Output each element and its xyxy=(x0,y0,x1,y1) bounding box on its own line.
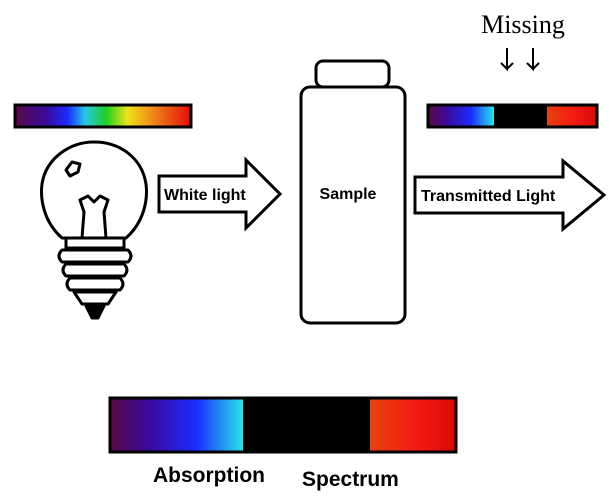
spectrum-caption-label: Spectrum xyxy=(302,468,399,491)
white-light-arrow xyxy=(157,156,283,232)
double-down-arrow-icon xyxy=(500,48,540,72)
transmitted-light-label: Transmitted Light xyxy=(421,188,556,205)
sample-bottle xyxy=(299,59,407,325)
absorption-caption-label: Absorption xyxy=(153,464,265,487)
transmitted-light-arrow xyxy=(413,157,607,233)
transmitted-spectrum-bar xyxy=(426,103,599,129)
incident-spectrum-bar xyxy=(13,103,193,129)
missing-label: Missing xyxy=(481,10,565,39)
absorption-spectrum-bar xyxy=(108,396,458,454)
white-light-label: White light xyxy=(164,187,246,204)
light-bulb-icon xyxy=(40,140,148,320)
sample-label: Sample xyxy=(320,186,377,203)
